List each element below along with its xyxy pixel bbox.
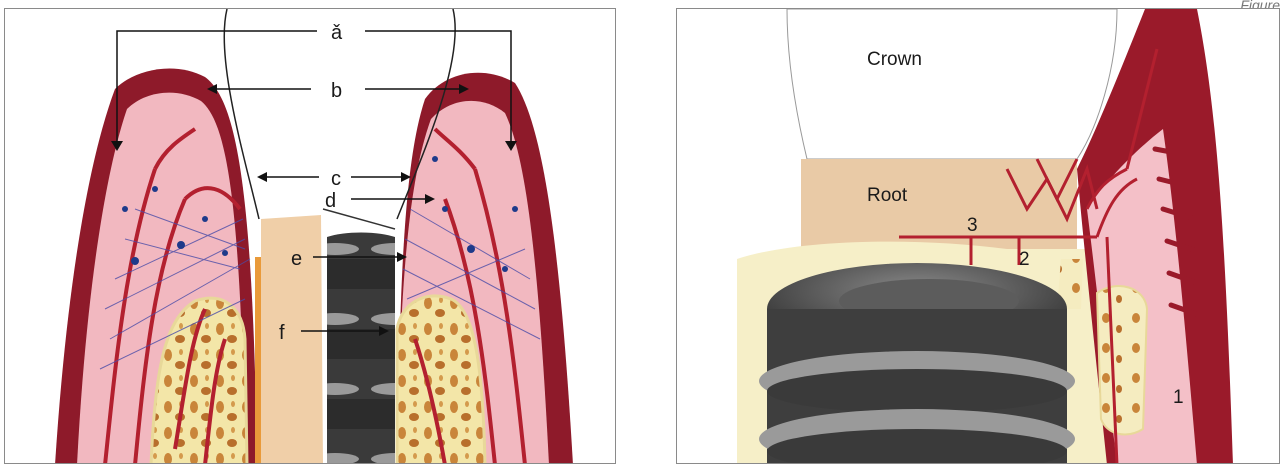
- label-f: f: [279, 322, 285, 344]
- bone-block: [1097, 286, 1147, 434]
- root-label: Root: [867, 185, 908, 206]
- label-1: 1: [1173, 387, 1184, 408]
- label-3: 3: [967, 215, 978, 236]
- implant-top: [323, 209, 395, 229]
- label-d: d: [325, 190, 336, 212]
- label-b: b: [331, 80, 342, 102]
- crown-shape: [787, 9, 1117, 159]
- crown-label: Crown: [867, 49, 922, 70]
- label-2: 2: [1019, 249, 1030, 270]
- left-diagram-panel: ǎ b c d e f: [4, 8, 616, 464]
- left-diagram: ǎ b c d e f: [5, 9, 616, 464]
- label-e: e: [291, 248, 302, 270]
- label-a: ǎ: [331, 22, 343, 44]
- label-c: c: [331, 168, 341, 190]
- implant: [327, 233, 395, 464]
- right-diagram-panel: Crown Root 3 2 1: [676, 8, 1280, 464]
- right-diagram: Crown Root 3 2 1: [677, 9, 1280, 464]
